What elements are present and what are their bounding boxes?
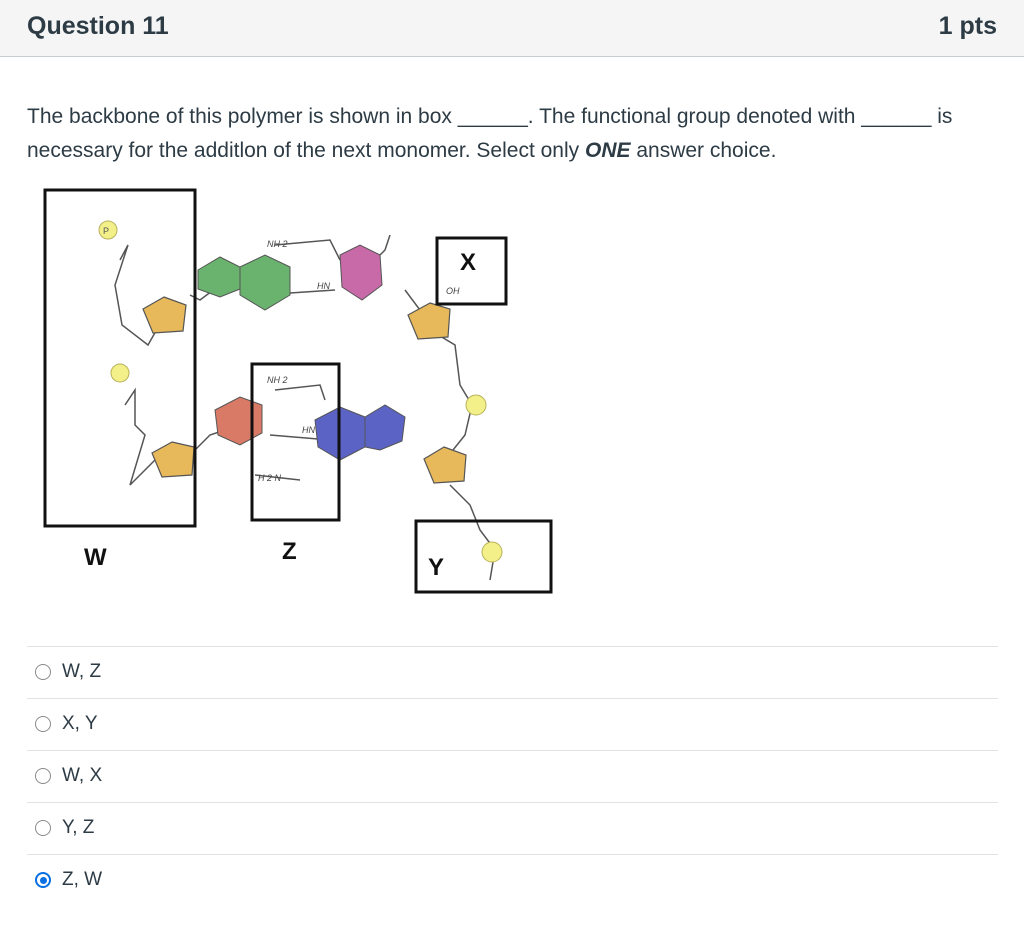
sugar-top-left — [142, 296, 187, 334]
sugar-top-right — [407, 302, 451, 340]
answer-option[interactable]: W, X — [27, 750, 998, 802]
pyrimidine-pink — [339, 244, 383, 301]
answer-option[interactable]: X, Y — [27, 698, 998, 750]
box-label-x: X — [460, 249, 476, 276]
question-text-part1: The backbone of this polymer is shown in… — [27, 105, 953, 162]
box-x — [435, 236, 508, 306]
answer-label: W, Z — [62, 661, 102, 682]
answer-option[interactable]: Z, W — [27, 854, 998, 906]
svg-text:P: P — [103, 226, 109, 236]
purine-green-large — [239, 254, 291, 311]
phosphate-group-top: P — [98, 220, 118, 240]
pyrimidine-red — [214, 396, 263, 446]
answer-label: W, X — [62, 765, 103, 786]
answer-label: X, Y — [62, 713, 98, 734]
box-w — [43, 188, 197, 528]
radio-button[interactable] — [35, 872, 51, 888]
label-nh2-mid: NH 2 — [267, 375, 288, 385]
question-points: 1 pts — [938, 12, 997, 40]
question-text: The backbone of this polymer is shown in… — [27, 100, 1002, 168]
phosphate-group-bottom — [481, 541, 503, 563]
radio-button[interactable] — [35, 664, 51, 680]
sugar-bottom-left — [151, 441, 195, 478]
label-oh: OH — [446, 286, 460, 296]
answer-label: Y, Z — [62, 817, 95, 838]
label-hn-top: HN — [317, 281, 330, 291]
answer-label: Z, W — [62, 869, 103, 890]
phosphate-group-right — [465, 394, 487, 416]
box-z — [250, 362, 341, 522]
box-label-w: W — [84, 544, 107, 571]
box-label-z: Z — [282, 538, 297, 565]
question-header: Question 11 1 pts — [0, 0, 1024, 57]
phosphate-group-mid — [110, 363, 130, 383]
radio-button[interactable] — [35, 716, 51, 732]
answer-list: W, Z X, Y W, X Y, Z Z, W — [27, 646, 998, 906]
label-h2n: H 2 N — [258, 473, 282, 483]
question-title: Question 11 — [27, 12, 169, 40]
label-hn-mid: HN — [302, 425, 315, 435]
box-y — [414, 519, 553, 594]
answer-option[interactable]: W, Z — [27, 646, 998, 698]
box-label-y: Y — [428, 554, 444, 581]
sugar-bottom-right — [423, 446, 467, 484]
purine-green-small — [197, 256, 241, 298]
radio-button[interactable] — [35, 820, 51, 836]
question-text-part2: answer choice. — [630, 139, 777, 162]
purine-blue-small — [364, 404, 406, 451]
question-text-emphasis: ONE — [584, 139, 631, 162]
dna-polymer-diagram: P NH 2 HN NH 2 HN H 2 N OH W Z X Y — [43, 188, 553, 594]
label-nh2-top: NH 2 — [267, 239, 288, 249]
answer-option[interactable]: Y, Z — [27, 802, 998, 854]
radio-button[interactable] — [35, 768, 51, 784]
